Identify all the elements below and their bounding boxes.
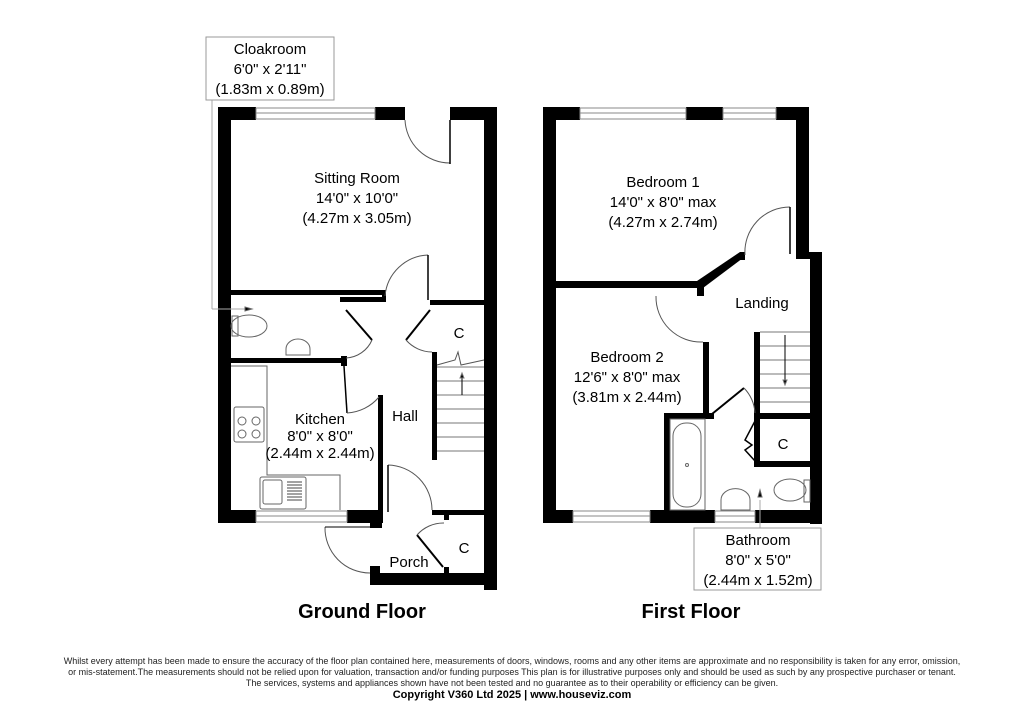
- disclaimer-line-2: or mis-statement.The measurements should…: [68, 667, 956, 677]
- cloakroom-metric: (1.83m x 0.89m): [215, 81, 324, 98]
- disclaimer-line-3: The services, systems and appliances sho…: [245, 678, 779, 688]
- ground-floor-windows: [255, 107, 376, 523]
- first-floor-title: First Floor: [642, 601, 741, 623]
- ground-floor-walls: [218, 107, 497, 590]
- ground-floor-stairs: [436, 350, 485, 452]
- bedroom-2-imperial: 12'6" x 8'0" max: [574, 369, 681, 386]
- toilet-icon: [773, 478, 807, 502]
- sink-icon: [259, 476, 307, 510]
- kitchen-metric: (2.44m x 2.44m): [265, 445, 374, 462]
- first-floor-windows: [572, 107, 777, 523]
- bedroom-1-imperial: 14'0" x 8'0" max: [610, 194, 717, 211]
- cloakroom-label-box: [205, 36, 335, 101]
- porch-name: Porch: [389, 554, 428, 571]
- disclaimer-line-1: Whilst every attempt has been made to en…: [63, 656, 961, 666]
- toilet-icon: [230, 314, 268, 338]
- basin-icon: [720, 488, 751, 511]
- first-cupboard: C: [778, 436, 789, 453]
- ground-cupboard-1: C: [454, 325, 465, 342]
- sitting-room-metric: (4.27m x 3.05m): [302, 210, 411, 227]
- bathroom-label-box: [693, 527, 822, 591]
- first-floor-plan: [543, 107, 822, 530]
- hob-icon: [233, 406, 265, 443]
- first-floor-doors: [655, 206, 791, 462]
- bath-icon: [672, 422, 702, 508]
- hall-name: Hall: [392, 408, 418, 425]
- bedroom-2-name: Bedroom 2: [590, 349, 663, 366]
- bathroom-fixtures: [669, 418, 811, 530]
- cloakroom-imperial: 6'0" x 2'11": [234, 61, 307, 78]
- bedroom-2-metric: (3.81m x 2.44m): [572, 389, 681, 406]
- bathroom-name: Bathroom: [725, 532, 790, 549]
- basin-icon: [285, 338, 311, 356]
- sitting-room-imperial: 14'0" x 10'0": [316, 190, 398, 207]
- bathroom-imperial: 8'0" x 5'0": [725, 552, 791, 569]
- copyright-text: Copyright V360 Ltd 2025 | www.houseviz.c…: [392, 689, 632, 701]
- ground-floor-doors: [324, 119, 451, 574]
- first-floor-stairs: [760, 331, 810, 403]
- landing-name: Landing: [735, 295, 788, 312]
- bedroom-1-metric: (4.27m x 2.74m): [608, 214, 717, 231]
- ground-cupboard-2: C: [459, 540, 470, 557]
- sitting-room-name: Sitting Room: [314, 170, 400, 187]
- bathroom-metric: (2.44m x 1.52m): [703, 572, 812, 589]
- ground-floor-title: Ground Floor: [298, 601, 426, 623]
- first-floor-walls: [543, 107, 822, 524]
- ground-floor-fixtures: [211, 100, 341, 510]
- ground-floor-plan: [211, 100, 497, 590]
- kitchen-imperial: 8'0" x 8'0": [287, 428, 353, 445]
- bedroom-1-name: Bedroom 1: [626, 174, 699, 191]
- cloakroom-name: Cloakroom: [234, 41, 307, 58]
- kitchen-name: Kitchen: [295, 411, 345, 428]
